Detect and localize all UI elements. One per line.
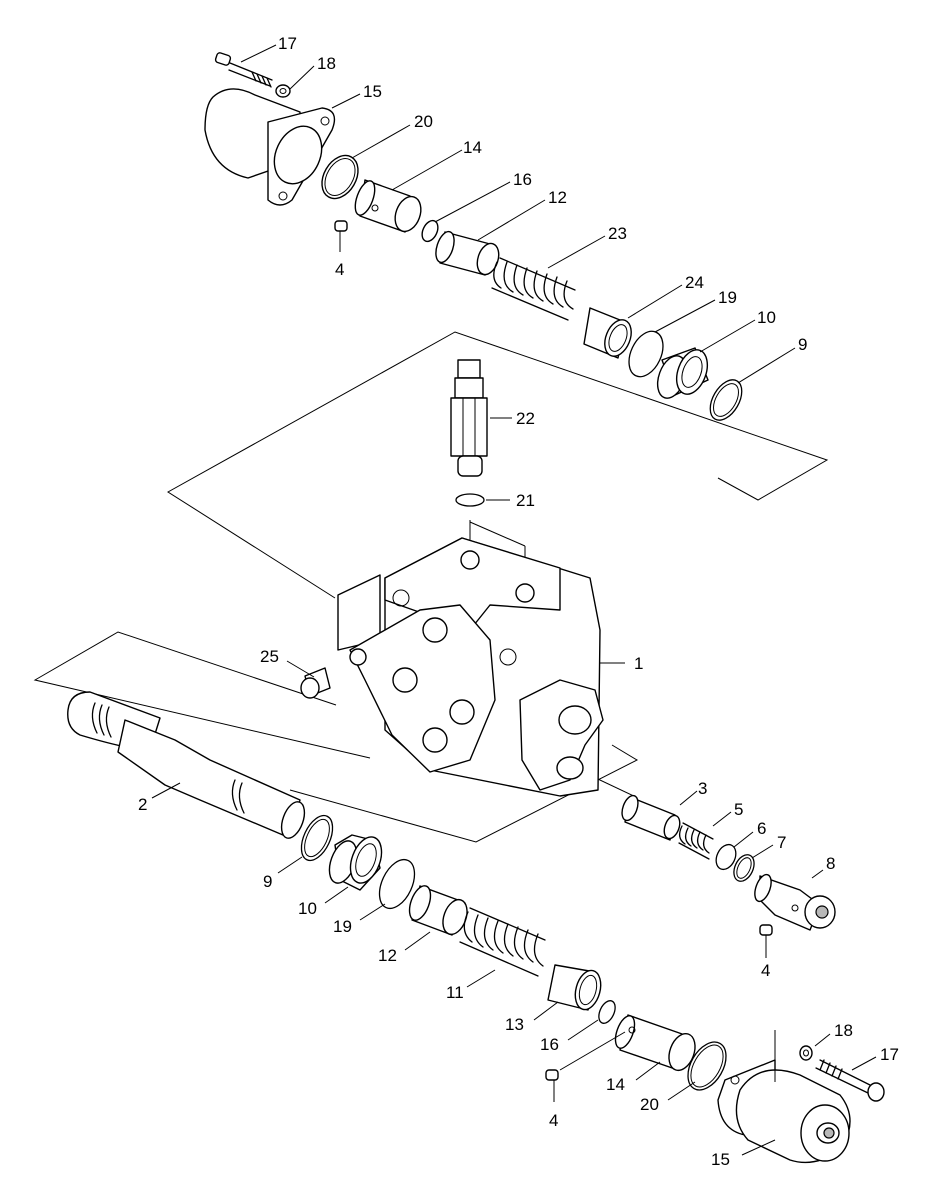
callout-10-bottom: 10 [298, 899, 317, 918]
callout-15-top: 15 [363, 82, 382, 101]
callout-8: 8 [826, 854, 835, 873]
callout-3: 3 [698, 779, 707, 798]
piston-14-top [354, 179, 422, 233]
piston-14-bottom [614, 1014, 696, 1072]
sleeve-12-bottom [408, 885, 468, 936]
pin-4-top [334, 220, 348, 252]
callout-12-bottom: 12 [378, 946, 397, 965]
callout-17-bottom: 17 [880, 1045, 899, 1064]
poppet-3 [621, 794, 681, 841]
callout-19-top: 19 [718, 288, 737, 307]
bolt-17-top [214, 52, 273, 88]
leader-lines [151, 44, 877, 1156]
oring-16-top [421, 219, 439, 243]
ring-9-top [709, 379, 743, 421]
cap-10-bottom [328, 834, 383, 891]
callout-4-top: 4 [335, 260, 344, 279]
callout-20-bottom: 20 [640, 1095, 659, 1114]
callout-18-bottom: 18 [834, 1021, 853, 1040]
callout-11: 11 [446, 983, 464, 1002]
callout-18-top: 18 [317, 54, 336, 73]
callout-16-bottom: 16 [540, 1035, 559, 1054]
callout-4-right: 4 [761, 961, 770, 980]
ring-7 [733, 854, 755, 882]
plug-8 [754, 873, 836, 931]
callout-25: 25 [260, 647, 279, 666]
callout-12-top: 12 [548, 188, 567, 207]
callout-21: 21 [516, 491, 535, 510]
sleeve-12-top [435, 230, 500, 276]
callout-20-top: 20 [414, 112, 433, 131]
callout-5: 5 [734, 800, 743, 819]
callout-24: 24 [685, 273, 704, 292]
pin-4-right [759, 924, 773, 958]
callout-19-bottom: 19 [333, 917, 352, 936]
callout-10-top: 10 [757, 308, 776, 327]
plug-13 [547, 964, 602, 1011]
spool-2 [67, 691, 306, 839]
callout-17-top: 17 [278, 34, 297, 53]
bolt-17-bottom [815, 1059, 885, 1102]
plug-25 [300, 667, 331, 699]
cover-15-top [204, 88, 336, 206]
plug-24-top [583, 307, 632, 359]
relief-valve-22 [450, 359, 488, 477]
oring-6 [715, 843, 737, 871]
oring-19-bottom [378, 858, 416, 910]
callout-labels: 17 18 15 20 14 16 12 23 4 24 19 10 9 22 … [138, 34, 899, 1169]
callout-14-top: 14 [463, 138, 482, 157]
oring-16-bottom [598, 1000, 616, 1024]
oring-20-bottom [687, 1041, 727, 1091]
ring-9-bottom [300, 814, 334, 862]
valve-body-1 [337, 537, 604, 797]
callout-7: 7 [777, 833, 786, 852]
callout-9-top: 9 [798, 335, 807, 354]
callout-6: 6 [757, 819, 766, 838]
cover-15-bottom [717, 1030, 851, 1164]
spring-11-bottom [459, 907, 546, 977]
callout-13: 13 [505, 1015, 524, 1034]
spring-23-top [491, 257, 576, 321]
callout-2: 2 [138, 795, 147, 814]
callout-14-bottom: 14 [606, 1075, 625, 1094]
callout-4-bottom: 4 [549, 1111, 558, 1130]
assembly-outline-lines [33, 331, 829, 843]
callout-9-bottom: 9 [263, 872, 272, 891]
callout-22: 22 [516, 409, 535, 428]
callout-16-top: 16 [513, 170, 532, 189]
oring-21 [455, 493, 485, 507]
callout-23: 23 [608, 224, 627, 243]
pin-4-bottom [545, 1069, 559, 1102]
oring-20-top [321, 154, 359, 200]
cap-10-top [656, 347, 709, 399]
washer-18-bottom [799, 1045, 813, 1061]
callout-1: 1 [634, 654, 643, 673]
washer-18-top [275, 84, 291, 98]
spring-5 [678, 822, 714, 860]
oring-19-top [628, 330, 664, 378]
callout-15-bottom: 15 [711, 1150, 730, 1169]
